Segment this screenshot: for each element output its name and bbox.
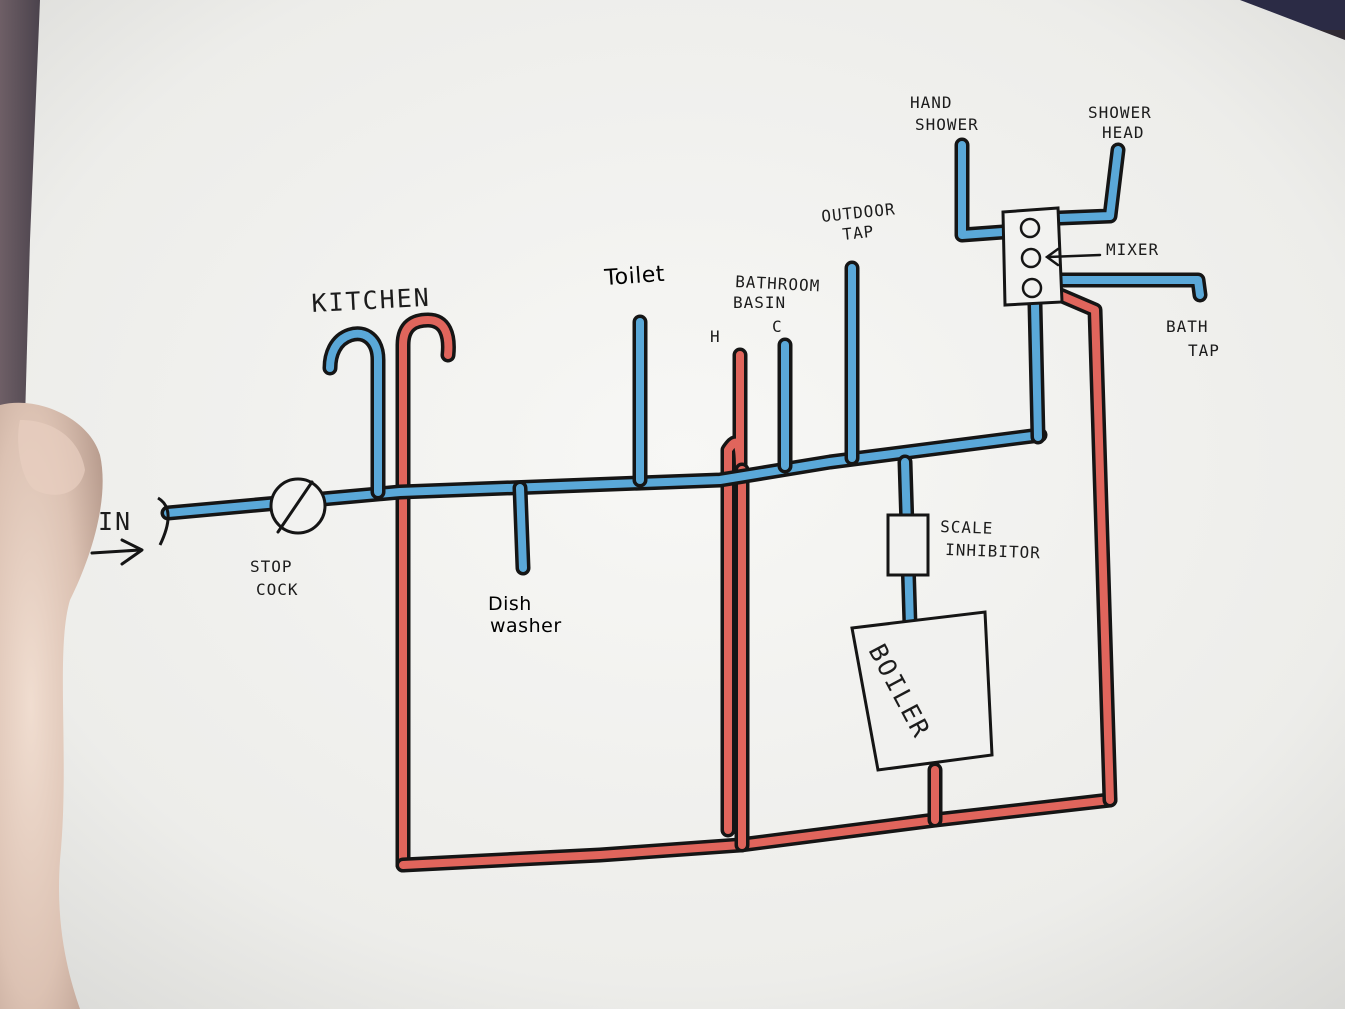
scale-inhibitor-unit [886, 513, 930, 577]
label-inlet: IN [98, 507, 132, 536]
mixer-dial-icon [1019, 217, 1041, 239]
label-outdoor-tap-2: TAP [841, 222, 875, 244]
mixer-pointer-arrow-icon [1044, 247, 1102, 267]
label-basin-hot: H [710, 327, 721, 346]
label-bathroom-basin-2: BASIN [733, 293, 786, 312]
mixer-cold-pipe [1031, 301, 1042, 441]
label-stop-cock-1: STOP [250, 557, 293, 576]
kitchen-hot-pipe [399, 316, 453, 869]
thumbnail [18, 420, 85, 495]
label-bath-tap-2: TAP [1188, 341, 1220, 360]
dishwasher-pipe [516, 484, 527, 572]
label-hand-shower-2: SHOWER [915, 115, 979, 134]
label-basin-cold: C [772, 317, 783, 336]
kitchen-cold-pipe [326, 329, 382, 496]
label-shower-head-2: HEAD [1102, 123, 1145, 142]
label-stop-cock-2: COCK [256, 580, 299, 599]
bath-tap-pipe [1056, 276, 1204, 299]
inlet-arrow-icon [90, 538, 144, 566]
label-bathroom-basin-1: BATHROOM [735, 272, 821, 295]
label-toilet: Toilet [603, 262, 666, 291]
mixer-dial-icon [1020, 247, 1042, 269]
stop-cock-valve [269, 477, 327, 535]
label-mixer: MIXER [1106, 240, 1159, 259]
label-hand-shower-1: HAND [910, 93, 953, 112]
label-scale-inhibitor-1: SCALE [940, 517, 994, 538]
mixer-hot-pipe [1056, 291, 1114, 804]
mixer-unit [1001, 206, 1064, 307]
label-dishwasher-1: Dish [488, 593, 532, 615]
boiler-unit [850, 610, 994, 772]
label-dishwasher-2: washer [490, 615, 562, 637]
inlet-fitting [157, 496, 170, 546]
pipes [160, 137, 1208, 873]
hand-shower-pipe [958, 141, 1007, 239]
label-bath-tap-1: BATH [1166, 317, 1209, 336]
label-kitchen: KITCHEN [311, 283, 432, 318]
thumb [0, 402, 103, 1009]
label-scale-inhibitor-2: INHIBITOR [945, 540, 1041, 562]
label-shower-head-1: SHOWER [1088, 103, 1152, 122]
shower-head-pipe [1056, 146, 1122, 222]
mixer-dial-icon [1021, 277, 1043, 299]
